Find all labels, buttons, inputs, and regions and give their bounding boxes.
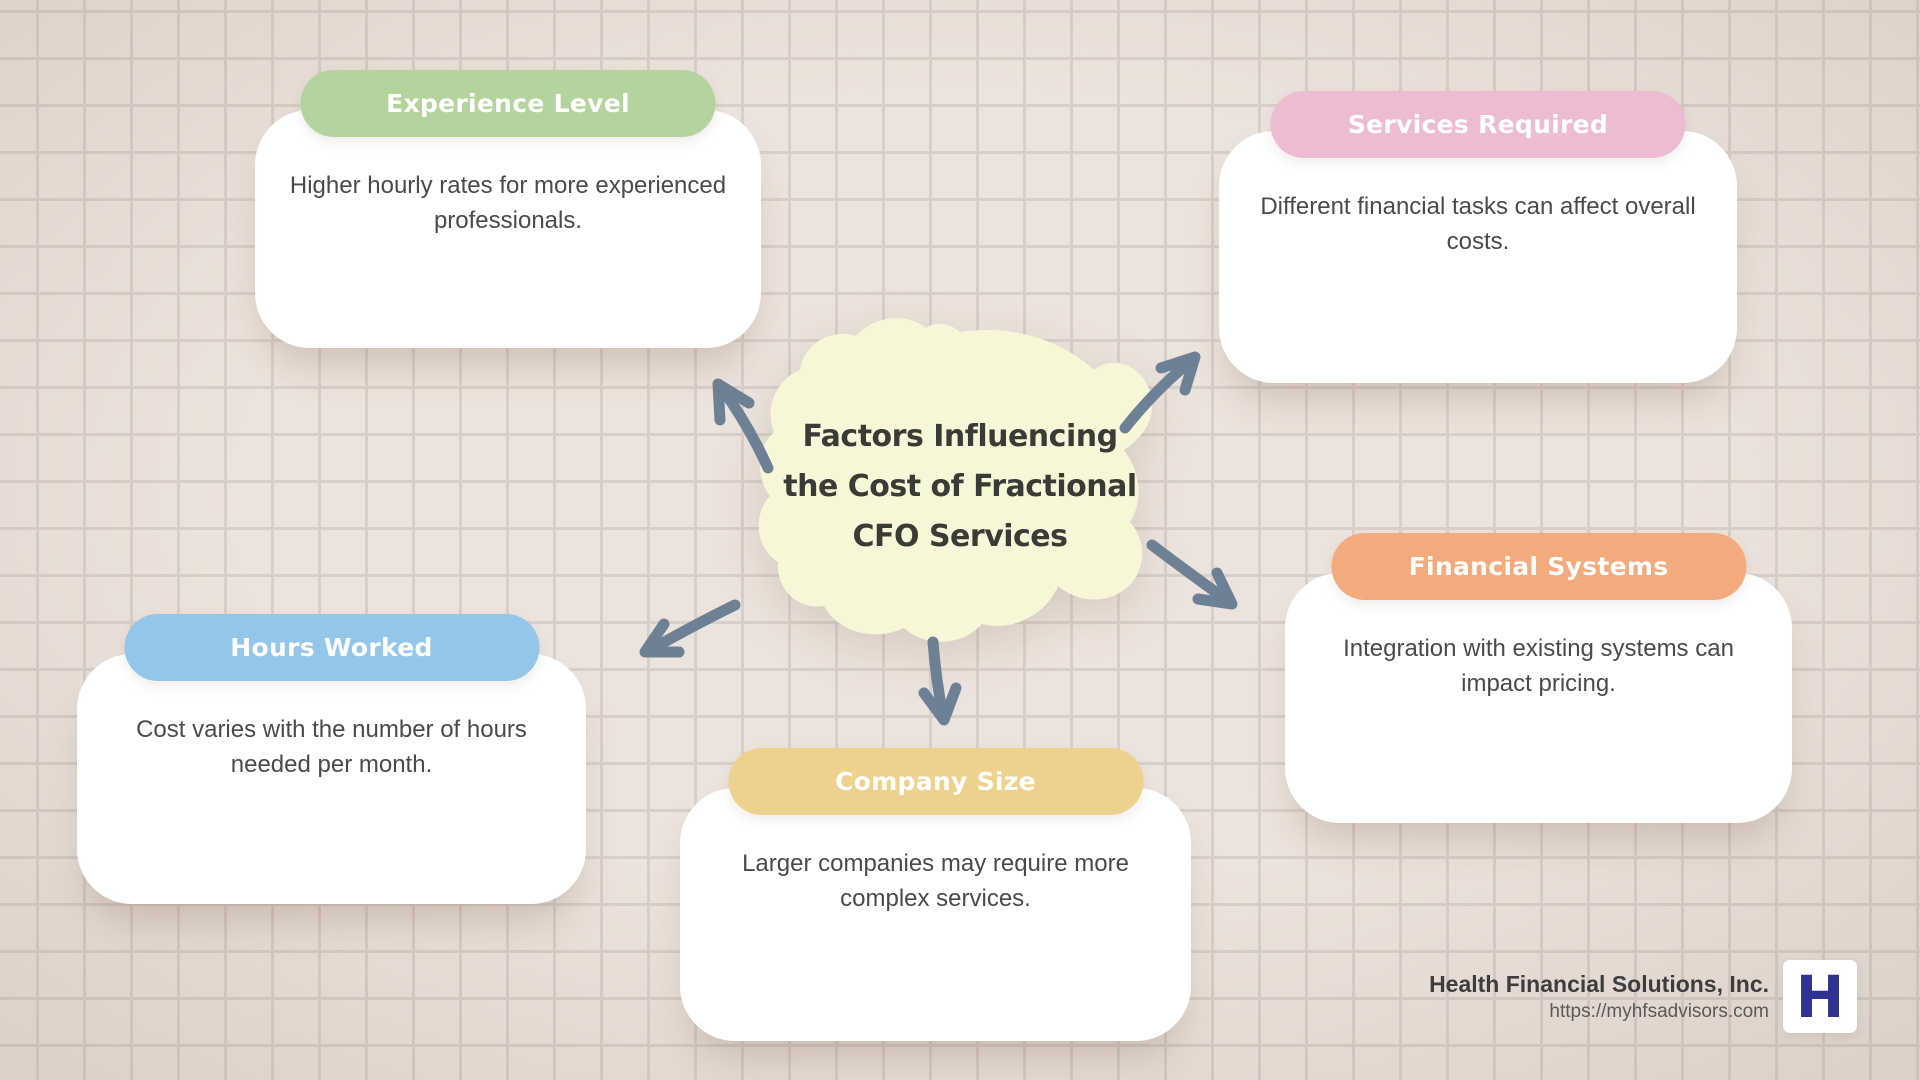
card-company-size-title: Company Size [835, 767, 1036, 796]
description-line: impact pricing. [1461, 670, 1616, 697]
connector-arrows [639, 351, 1238, 726]
arrow-to-financial-systems [1146, 539, 1238, 610]
company-logo-letter: H [1795, 962, 1845, 1031]
card-experience-level-title: Experience Level [386, 89, 630, 118]
center-topic-line-3: CFO Services [852, 519, 1068, 554]
description-line: complex services. [840, 885, 1031, 912]
description-line: Cost varies with the number of hours [136, 716, 527, 743]
card-experience-level-header: Experience Level [300, 70, 716, 137]
card-hours-worked: Hours Worked Cost varies with the number… [77, 614, 586, 904]
arrow-to-hours-worked [639, 599, 741, 658]
card-financial-systems-title: Financial Systems [1408, 552, 1669, 581]
footer-branding: Health Financial Solutions, Inc. https:/… [1429, 960, 1857, 1033]
card-company-size-description: Larger companies may require more comple… [680, 846, 1191, 916]
card-company-size: Company Size Larger companies may requir… [680, 748, 1191, 1041]
center-topic: Factors Influencing the Cost of Fraction… [750, 412, 1170, 562]
card-hours-worked-header: Hours Worked [124, 614, 539, 681]
description-line: Higher hourly rates for more experienced [289, 172, 727, 199]
card-services-required-description: Different financial tasks can affect ove… [1219, 189, 1737, 259]
card-hours-worked-title: Hours Worked [230, 633, 433, 662]
card-company-size-header: Company Size [728, 748, 1143, 815]
company-name: Health Financial Solutions, Inc. [1429, 970, 1769, 997]
description-line: costs. [1446, 228, 1510, 255]
center-blob-shape [758, 318, 1153, 642]
description-line: Larger companies may require more [742, 850, 1129, 877]
card-financial-systems-description: Integration with existing systems can im… [1285, 631, 1792, 701]
card-experience-level: Experience Level Higher hourly rates for… [255, 70, 761, 348]
arrow-to-services-required [1119, 351, 1201, 434]
description-line: Different financial tasks can affect ove… [1260, 193, 1696, 220]
card-services-required-title: Services Required [1347, 110, 1609, 139]
center-topic-line-1: Factors Influencing [802, 419, 1118, 454]
arrow-to-experience-level [712, 378, 774, 474]
card-services-required-header: Services Required [1270, 91, 1686, 158]
center-topic-line-2: the Cost of Fractional [783, 469, 1137, 504]
description-line: professionals. [433, 207, 583, 234]
company-url: https://myhfsadvisors.com [1549, 1000, 1769, 1022]
card-financial-systems: Financial Systems Integration with exist… [1285, 533, 1792, 823]
arrow-to-company-size [918, 636, 962, 726]
description-line: needed per month. [230, 751, 433, 778]
footer-text: Health Financial Solutions, Inc. https:/… [1429, 969, 1769, 1025]
card-financial-systems-header: Financial Systems [1331, 533, 1746, 600]
company-logo: H [1783, 960, 1857, 1033]
card-experience-level-description: Higher hourly rates for more experienced… [255, 168, 761, 238]
card-services-required: Services Required Different financial ta… [1219, 91, 1737, 383]
description-line: Integration with existing systems can [1343, 635, 1734, 662]
card-hours-worked-description: Cost varies with the number of hours nee… [77, 712, 586, 782]
